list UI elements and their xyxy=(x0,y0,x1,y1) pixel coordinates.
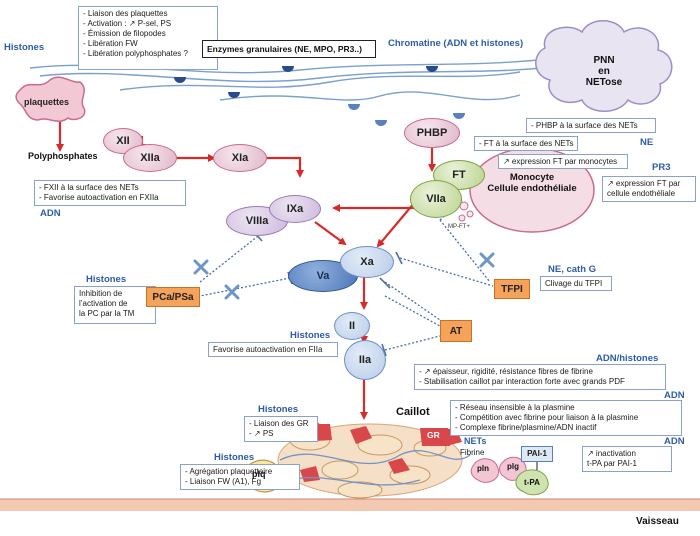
plg-label: plg xyxy=(507,462,519,471)
platelet-box-line: - Émission de filopodes xyxy=(83,29,166,38)
platelet-box: - Liaison des plaquettes - Activation : … xyxy=(78,6,218,70)
fxii-box-line: - Favorise autoactivation en FXIIa xyxy=(39,193,159,202)
platelet-box-line: - Activation : ↗ P-sel, PS xyxy=(83,19,172,28)
ne-cath-label: NE, cath G xyxy=(548,264,597,275)
histones-plq-label: Histones xyxy=(214,452,255,463)
caillot-label: Caillot xyxy=(396,406,430,418)
chromatine-label: Chromatine (ADN et histones) xyxy=(388,38,524,49)
polyphosphates-label: Polyphosphates xyxy=(28,151,98,161)
expr-endo-line: ↗ expression FT par xyxy=(607,179,681,188)
inhib-pc-line: la PC par la TM xyxy=(79,309,135,318)
pnn-cloud xyxy=(535,20,673,112)
inhib-pc-box: Inhibition de l’activation de la PC par … xyxy=(74,286,156,324)
agregation-line: - Liaison FW (A1), Fg xyxy=(185,477,262,486)
histones-top-label: Histones xyxy=(4,42,45,53)
clivage-line: Clivage du TFPI xyxy=(545,279,603,288)
gr-cell-right xyxy=(420,428,450,446)
phbp-box: - PHBP à la surface des NETs xyxy=(526,118,656,133)
pnn-line: en xyxy=(598,66,610,77)
monocyte-line: Cellule endothéliale xyxy=(487,183,577,194)
fibrine-line: - Stabilisation caillot par interaction … xyxy=(419,377,625,386)
at-box: AT xyxy=(440,320,472,342)
fxii-box: - FXII à la surface des NETs - Favorise … xyxy=(34,180,186,206)
inhib-pc-line: Inhibition de xyxy=(79,289,123,298)
adn-right2-label: ADN xyxy=(664,436,685,447)
enzymes-box: Enzymes granulaires (NE, MPO, PR3..) xyxy=(202,40,376,58)
inactivation-box: ↗ inactivation t-PA par PAI-1 xyxy=(582,446,672,472)
histones-mid-label: Histones xyxy=(290,330,331,341)
fiia-line: Favorise autoactivation en FIIa xyxy=(213,345,323,354)
plaquettes-shape xyxy=(15,76,86,122)
platelet-box-line: - Liaison des plaquettes xyxy=(83,9,168,18)
gr-box: - Liaison des GR - ↗ PS xyxy=(244,416,318,442)
adn-right1-label: ADN xyxy=(664,390,685,401)
plasmine-line: - Compétition avec fibrine pour liaison … xyxy=(455,413,639,422)
gr-box-line: - ↗ PS xyxy=(249,429,274,438)
pr3-label: PR3 xyxy=(652,162,671,173)
fiia-box: Favorise autoactivation en FIIa xyxy=(208,342,338,357)
gr-left-label: GR xyxy=(304,426,317,436)
factor-iia-node: IIa xyxy=(344,340,386,380)
expr-endo-box: ↗ expression FT par cellule endothéliale xyxy=(602,176,696,202)
agregation-line: - Agrégation plaquettaire xyxy=(185,467,273,476)
vessel-wall xyxy=(0,499,700,511)
inactivation-line: t-PA par PAI-1 xyxy=(587,459,637,468)
gr-right-label: GR xyxy=(427,430,440,440)
phbp-box-line: - PHBP à la surface des NETs xyxy=(531,121,638,130)
plasmine-line: - Complexe fibrine/plasmine/ADN inactif xyxy=(455,423,597,432)
blocked-cross-icon xyxy=(193,252,495,300)
pnn-line: PNN xyxy=(593,55,615,66)
platelet-box-line: - Libération FW xyxy=(83,39,138,48)
histones-gr-label: Histones xyxy=(258,404,299,415)
inactivation-line: ↗ inactivation xyxy=(587,449,636,458)
factor-viia-node: VIIa xyxy=(410,180,462,218)
expr-mono-line: ↗ expression FT par monocytes xyxy=(503,157,618,166)
expr-mono-box: ↗ expression FT par monocytes xyxy=(498,154,628,169)
inhib-pc-line: l’activation de xyxy=(79,299,128,308)
monocyte-line: Monocyte xyxy=(509,172,555,183)
pln-label: pln xyxy=(477,464,489,473)
pnn-label: PNN en NETose xyxy=(572,55,636,88)
fibrine-box: - ↗ épaisseur, rigidité, résistance fibr… xyxy=(414,364,666,390)
ne-top-label: NE xyxy=(640,137,654,148)
tpa-label: t-PA xyxy=(524,478,540,487)
adn-left-label: ADN xyxy=(40,208,61,219)
plq-left-label: plq xyxy=(252,469,266,479)
fibrine-line: - ↗ épaisseur, rigidité, résistance fibr… xyxy=(419,367,593,376)
agregation-box: - Agrégation plaquettaire - Liaison FW (… xyxy=(180,464,300,490)
gr-box-line: - Liaison des GR xyxy=(249,419,309,428)
clivage-box: Clivage du TFPI xyxy=(540,276,612,291)
pai1-box: PAI-1 xyxy=(521,446,553,462)
enzymes-label: Enzymes granulaires (NE, MPO, PR3..) xyxy=(207,44,362,54)
factor-ixa-node: IXa xyxy=(269,195,321,223)
platelet-box-line: - Libération polyphosphates ? xyxy=(83,49,188,58)
pca-psa-box: PCa/PSa xyxy=(146,287,200,307)
nets-label: NETs xyxy=(464,436,487,446)
plaquettes-label: plaquettes xyxy=(24,97,70,107)
vaisseau-label: Vaisseau xyxy=(636,516,679,527)
monocyte-label: Monocyte Cellule endothéliale xyxy=(478,172,586,194)
mp-ft-particles xyxy=(458,201,474,222)
phbp-node: PHBP xyxy=(404,118,460,148)
mp-ft-label: MP-FT+ xyxy=(448,224,470,230)
factor-xa-node: Xa xyxy=(340,246,394,278)
factor-xiia-node: XIIa xyxy=(123,144,177,172)
factor-xia-node: XIa xyxy=(213,144,267,172)
histones-left-label: Histones xyxy=(86,274,127,285)
plq-cell-right xyxy=(470,458,500,483)
plasmine-box: - Réseau insensible à la plasmine - Comp… xyxy=(450,400,682,436)
factor-ii-node: II xyxy=(334,312,370,340)
ft-box-line: - FT à la surface des NETs xyxy=(479,139,574,148)
tfpi-box: TFPI xyxy=(494,279,530,299)
adn-histones-label: ADN/histones xyxy=(596,353,659,364)
tpa-cell xyxy=(515,469,549,496)
fibrine-label: Fibrine xyxy=(460,448,485,457)
expr-endo-line: cellule endothéliale xyxy=(607,189,676,198)
pnn-line: NETose xyxy=(585,77,623,88)
fxii-box-line: - FXII à la surface des NETs xyxy=(39,183,139,192)
ft-box: - FT à la surface des NETs xyxy=(474,136,578,151)
plasmine-line: - Réseau insensible à la plasmine xyxy=(455,403,575,412)
